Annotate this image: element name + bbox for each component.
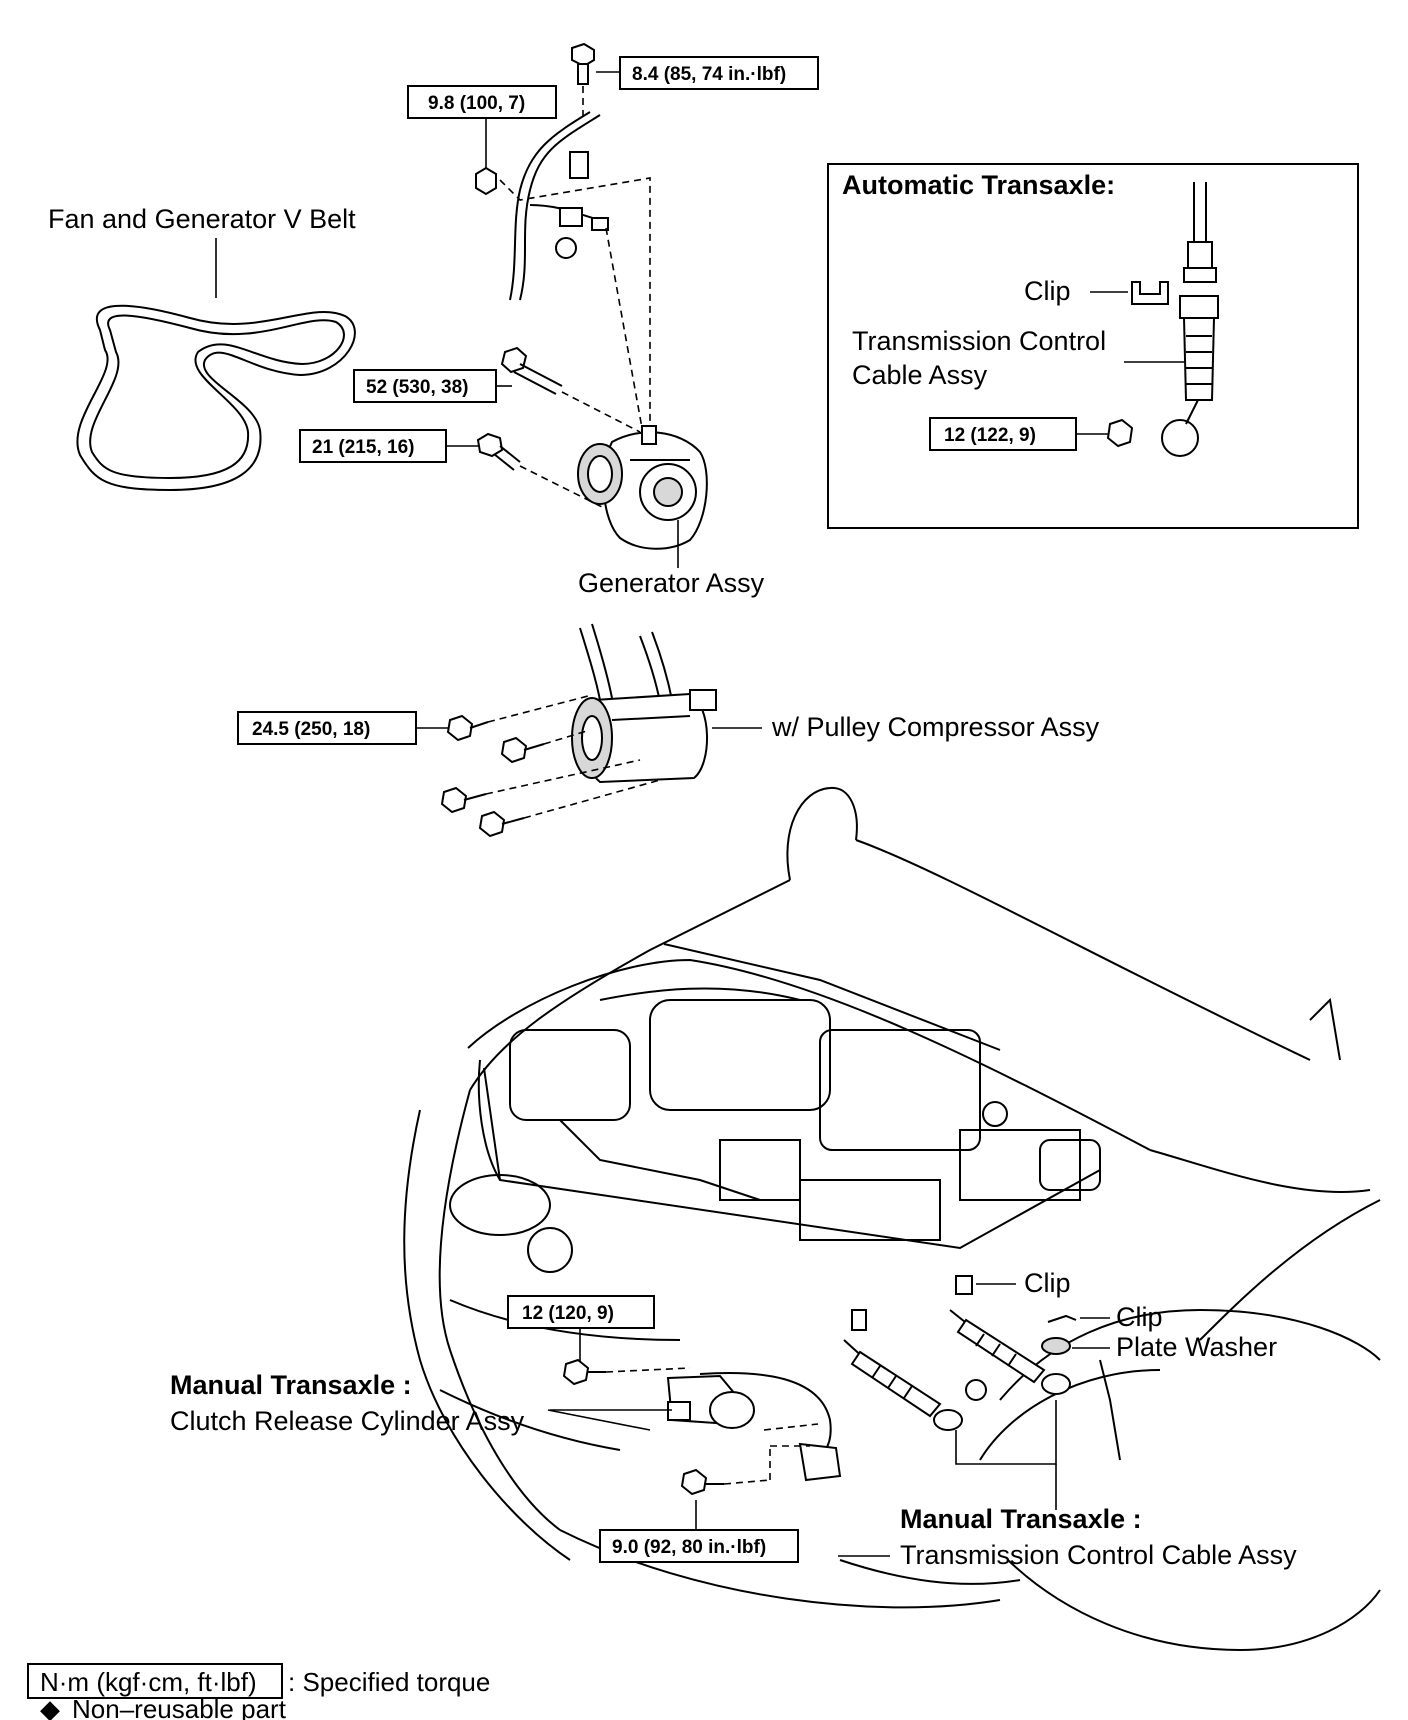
automatic-transaxle-inset xyxy=(827,163,1359,529)
legend-non-reusable: Non–reusable part xyxy=(72,1694,287,1720)
generator-assy xyxy=(577,425,708,550)
torque-52: 52 (530, 38) xyxy=(366,377,468,398)
compressor-assy xyxy=(571,623,717,784)
wire-harness xyxy=(509,111,609,301)
at-clip-label: Clip xyxy=(1024,276,1071,306)
compressor-label: w/ Pulley Compressor Assy xyxy=(771,712,1100,742)
compressor-bolts xyxy=(440,714,545,838)
torque-box-9-0 xyxy=(599,1529,799,1563)
bolt-21 xyxy=(476,432,521,471)
torque-box-24-5 xyxy=(237,711,417,745)
torque-12-at: 12 (122, 9) xyxy=(944,425,1036,446)
fan-generator-v-belt xyxy=(76,304,356,492)
plate-washer-label: Plate Washer xyxy=(1116,1332,1277,1362)
at-title: Automatic Transaxle: xyxy=(842,170,1115,200)
torque-box-8-4 xyxy=(619,56,819,90)
at-cable xyxy=(1161,182,1219,457)
mt-cylinder-title: Manual Transaxle : xyxy=(170,1370,412,1400)
mt-cable-name: Transmission Control Cable Assy xyxy=(900,1540,1297,1570)
bracket-bolt xyxy=(571,42,595,85)
bolt-52 xyxy=(500,346,563,395)
mt-clip-label-2: Clip xyxy=(1116,1302,1163,1332)
torque-box-21 xyxy=(299,429,447,463)
non-reusable-symbol: ◆ xyxy=(40,1694,60,1720)
mt-clip-b xyxy=(955,1275,973,1295)
torque-21: 21 (215, 16) xyxy=(312,437,414,458)
legend-unit: N·m (kgf·cm, ft·lbf) xyxy=(40,1667,257,1697)
torque-8-4: 8.4 (85, 74 in.·lbf) xyxy=(632,64,786,85)
vehicle-front-body xyxy=(403,786,1381,1652)
plate-washer-part xyxy=(1041,1337,1071,1355)
mt-cable-2 xyxy=(949,1309,1071,1395)
torque-box-12-at xyxy=(929,417,1077,451)
generator-label: Generator Assy xyxy=(578,568,765,598)
torque-24-5: 24.5 (250, 18) xyxy=(252,719,370,740)
legend-unit-desc: : Specified torque xyxy=(288,1667,490,1697)
engine-compartment xyxy=(509,987,1101,1241)
torque-12-mt: 12 (120, 9) xyxy=(522,1303,614,1324)
clutch-release-cylinder xyxy=(666,1371,842,1482)
mt-washer-a xyxy=(965,1379,987,1401)
torque-box-12-mt xyxy=(507,1295,655,1329)
mt-cable-title: Manual Transaxle : xyxy=(900,1504,1142,1534)
mt-clip-label-1: Clip xyxy=(1024,1268,1071,1298)
cylinder-bolt xyxy=(562,1358,606,1386)
mt-cylinder-name: Clutch Release Cylinder Assy xyxy=(170,1406,525,1436)
torque-box-52 xyxy=(353,369,497,403)
mt-clip-c xyxy=(1047,1314,1077,1323)
legend-unit-box xyxy=(27,1663,283,1699)
mt-cable-1 xyxy=(843,1339,963,1431)
torque-box-9-8 xyxy=(407,85,557,119)
torque-9-0: 9.0 (92, 80 in.·lbf) xyxy=(612,1537,766,1558)
bracket-bolt-mt xyxy=(680,1468,724,1496)
mt-clip-a xyxy=(851,1309,867,1331)
at-nut xyxy=(1106,418,1134,448)
at-clip-part xyxy=(1131,281,1169,305)
harness-nut xyxy=(475,166,497,196)
torque-9-8: 9.8 (100, 7) xyxy=(428,93,525,114)
at-cable-label-2: Cable Assy xyxy=(852,360,988,390)
at-cable-label-1: Transmission Control xyxy=(852,326,1106,356)
fan-belt-label: Fan and Generator V Belt xyxy=(48,204,356,234)
